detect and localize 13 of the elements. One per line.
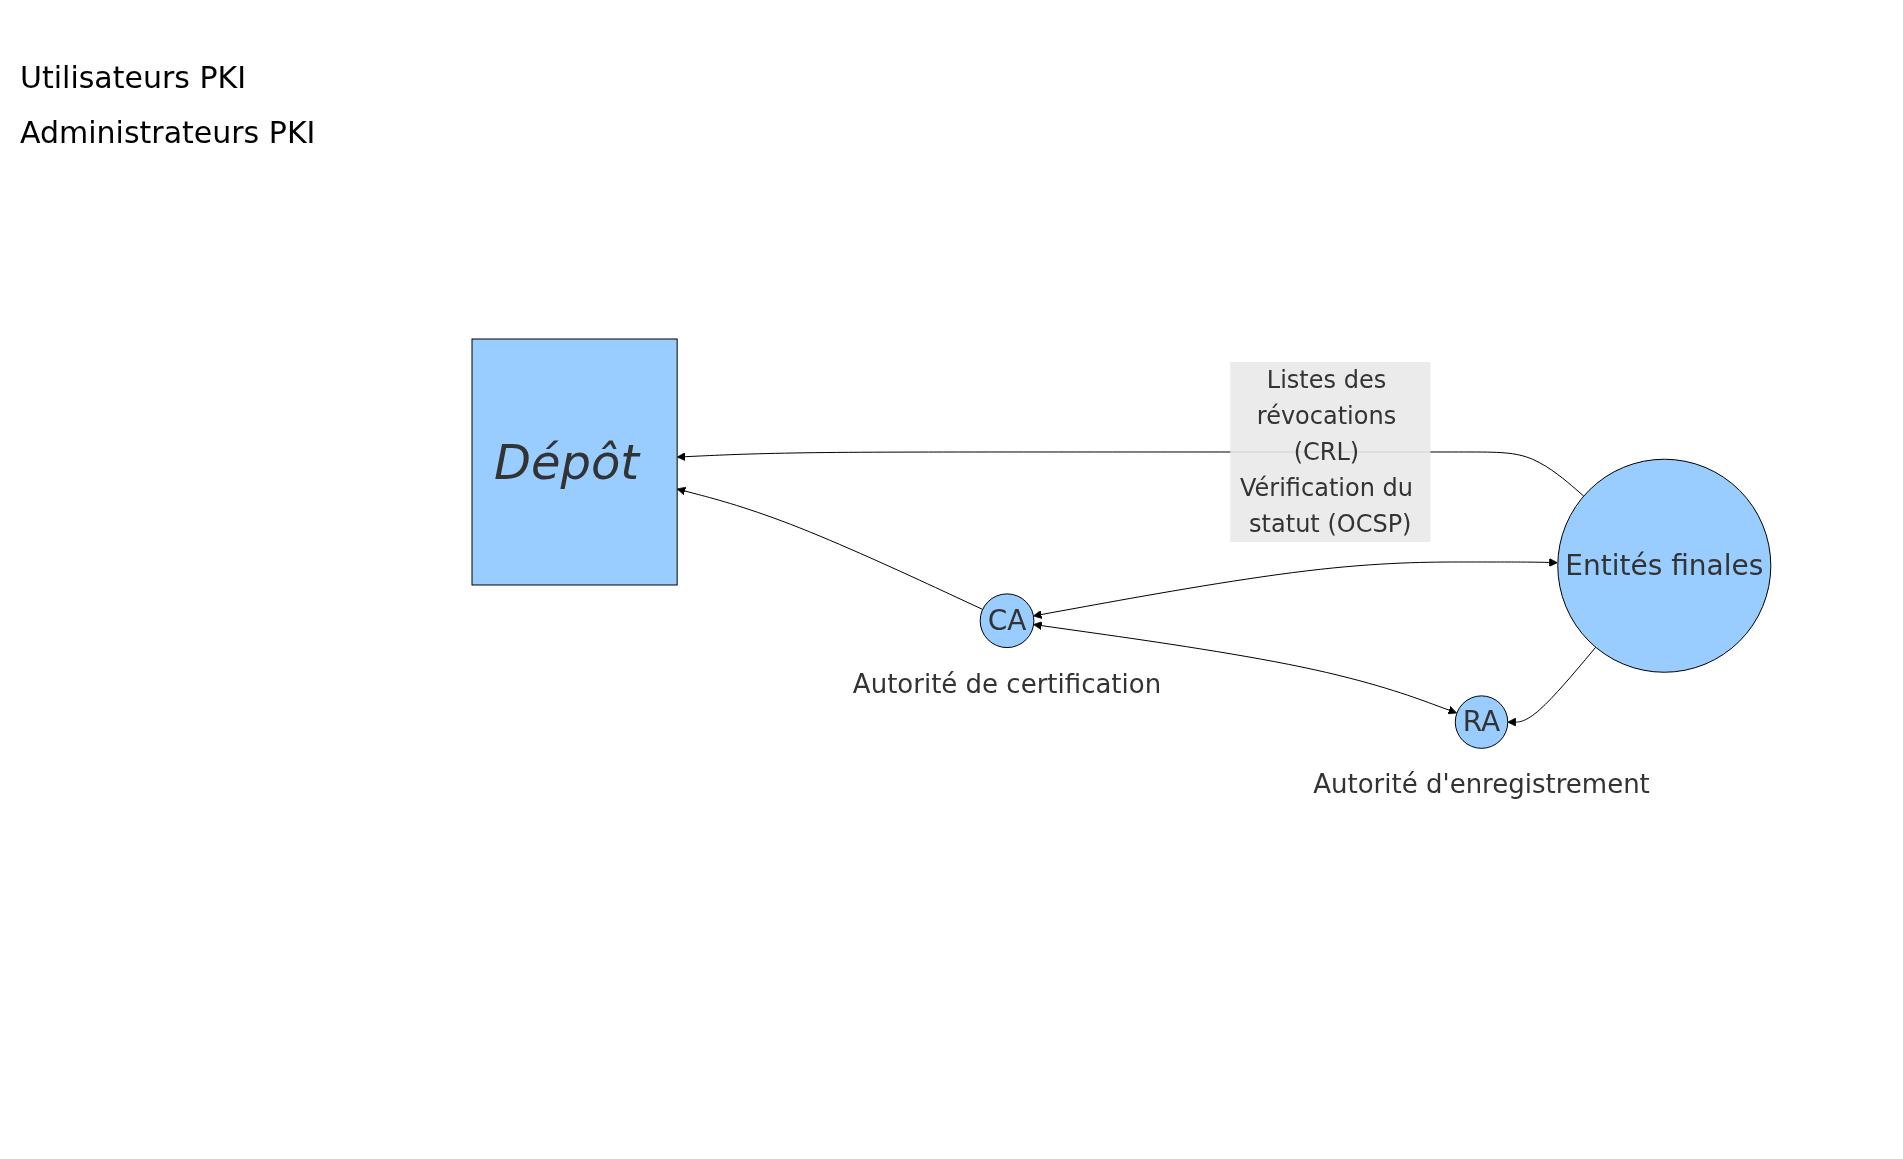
group-label: Utilisateurs PKI <box>20 60 248 95</box>
arrow <box>1507 647 1597 727</box>
group-label: Administrateurs PKI <box>20 115 317 150</box>
edge-label: Listes des révocations (CRL) Vérification du statut (OCSP) <box>1240 366 1414 539</box>
arrow <box>1033 558 1558 620</box>
node-box: Dépôt <box>471 338 678 586</box>
arrow <box>1033 621 1458 715</box>
node-circle: Entités finales <box>1557 459 1772 674</box>
node-label: Autorité d'enregistrement <box>1313 769 1650 800</box>
node-circle: CA <box>979 593 1035 649</box>
node-label: Autorité de certification <box>852 668 1162 699</box>
arrow <box>676 487 984 611</box>
node-circle: RA <box>1454 695 1509 750</box>
